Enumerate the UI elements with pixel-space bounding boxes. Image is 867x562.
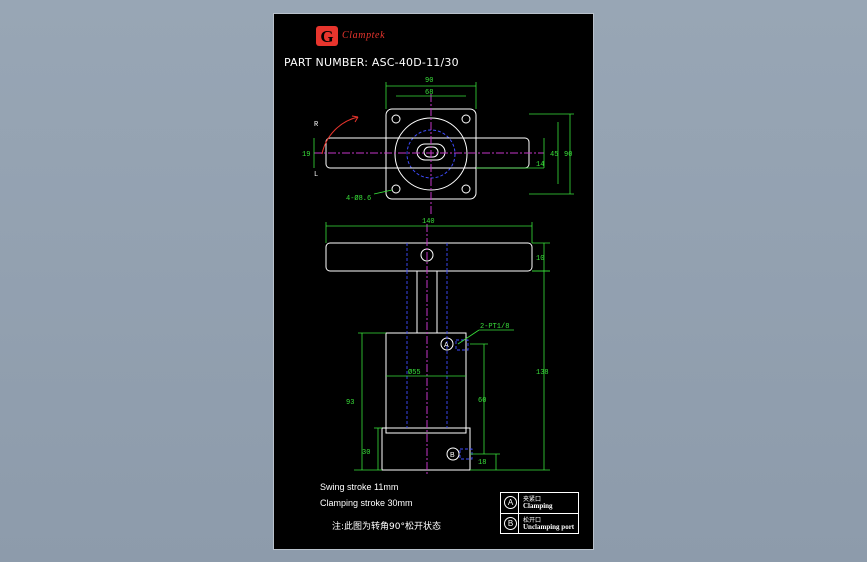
front-view-dims (325, 222, 550, 471)
dim-68: 68 (425, 89, 433, 97)
part-number: PART NUMBER: ASC-40D-11/30 (284, 56, 459, 69)
legend-row-a: A 夹紧口 Clamping (501, 493, 578, 513)
port-a-label: A (444, 342, 449, 349)
rotation-arrow-icon (351, 115, 359, 123)
clamptek-logo-icon: G (316, 26, 338, 46)
dim-19: 19 (302, 151, 310, 159)
mount-hole-tr (461, 114, 471, 124)
mount-hole-tl (391, 114, 401, 124)
dim-18: 18 (478, 459, 486, 467)
dim-10: 10 (536, 255, 544, 263)
cylinder-body (385, 332, 467, 434)
dim-port: 2-PT1/8 (480, 323, 509, 331)
clamping-stroke-note: Clamping stroke 30mm (320, 498, 413, 508)
top-view-dims (313, 82, 574, 195)
legend-cn-b: 松开口 (523, 518, 542, 524)
dim-14: 14 (536, 161, 544, 169)
dim-138: 138 (536, 369, 549, 377)
rotation-arc (321, 116, 359, 155)
legend-key-b: B (504, 517, 517, 530)
legend-key-a: A (504, 496, 517, 509)
dim-93: 93 (346, 399, 354, 407)
mount-hole-bl (391, 184, 401, 194)
rotation-mark-l: L (314, 171, 318, 179)
dim-45: 45 (550, 151, 558, 159)
dim-140: 140 (422, 218, 435, 226)
legend-row-b: B 松开口 Unclamping port (501, 513, 578, 534)
mount-hole-br (461, 184, 471, 194)
drawing-sheet: G Clamptek PART NUMBER: ASC-40D-11/30 (273, 13, 594, 550)
port-b-circle (446, 447, 460, 461)
swing-stroke-note: Swing stroke 11mm (320, 482, 399, 492)
dim-60: 60 (478, 397, 486, 405)
dim-hole: 4-Ø8.6 (346, 194, 371, 203)
port-b-label: B (450, 452, 455, 459)
dim-55: Ø55 (408, 368, 421, 377)
dim-90b: 90 (564, 151, 572, 159)
dim-90: 90 (425, 77, 433, 85)
legend-en-a: Clamping (523, 502, 553, 510)
technical-drawing: 90 68 19 14 45 90 4-Ø8.6 R L (302, 77, 574, 474)
front-view (325, 242, 533, 471)
state-remark-note: 注:此图为转角90°松开状态 (332, 522, 441, 532)
logo-letter: G (320, 27, 333, 46)
legend-cn-a: 夹紧口 (523, 497, 542, 503)
top-view (314, 94, 544, 214)
clamp-arm-front (325, 242, 533, 272)
front-view-hidden (406, 243, 473, 460)
brand-name: Clamptek (342, 30, 386, 41)
rotation-mark-r: R (314, 121, 319, 129)
dim-30: 30 (362, 449, 370, 457)
legend-en-b: Unclamping port (523, 523, 575, 531)
port-legend: A 夹紧口 Clamping B 松开口 Unclamping port (500, 492, 579, 534)
